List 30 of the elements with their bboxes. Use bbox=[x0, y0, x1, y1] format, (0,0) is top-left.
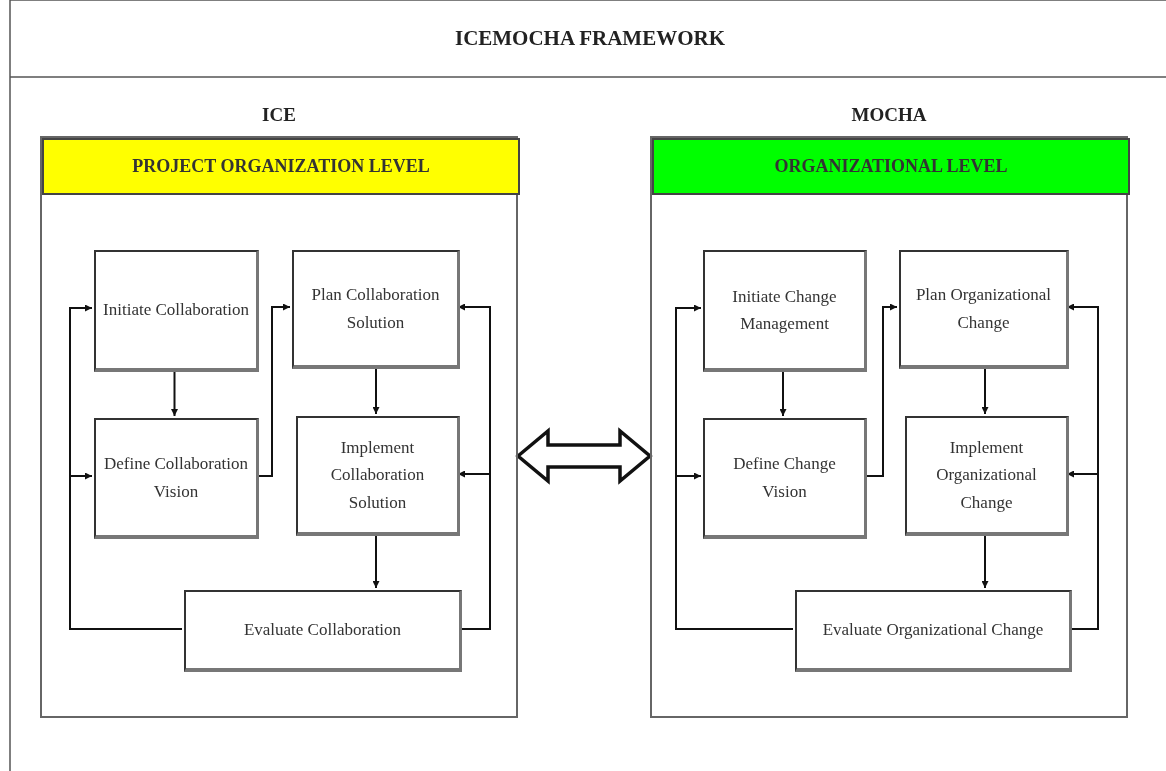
diagram-title: ICEMOCHA FRAMEWORK bbox=[453, 26, 727, 51]
step-label: Define Change Vision bbox=[732, 453, 837, 503]
process-box bbox=[703, 418, 867, 539]
process-box bbox=[184, 590, 462, 672]
step-label: Implement Organizational Change bbox=[935, 437, 1038, 514]
section-heading: MOCHA bbox=[850, 104, 928, 126]
level-title: ORGANIZATIONAL LEVEL bbox=[774, 156, 1008, 177]
level-header bbox=[652, 138, 1130, 195]
arrow bbox=[675, 472, 794, 630]
process-box bbox=[899, 250, 1069, 369]
process-box bbox=[94, 418, 259, 539]
level-title: PROJECT ORGANIZATION LEVEL bbox=[132, 156, 430, 177]
process-box bbox=[292, 250, 460, 369]
process-box bbox=[905, 416, 1069, 536]
step-label: Initiate Collaboration bbox=[102, 299, 250, 322]
step-label: Implement Collaboration Solution bbox=[329, 437, 426, 514]
level-header bbox=[42, 138, 520, 195]
process-box bbox=[795, 590, 1072, 672]
process-box bbox=[703, 250, 867, 372]
process-box bbox=[296, 416, 460, 536]
step-label: Plan Organizational Change bbox=[914, 284, 1053, 334]
step-label: Evaluate Organizational Change bbox=[821, 619, 1045, 642]
process-box bbox=[94, 250, 259, 372]
arrow bbox=[69, 472, 183, 630]
double-arrow bbox=[515, 427, 653, 485]
section-heading: ICE bbox=[261, 104, 297, 126]
step-label: Define Collaboration Vision bbox=[103, 453, 249, 503]
step-label: Evaluate Collaboration bbox=[242, 619, 403, 642]
step-label: Plan Collaboration Solution bbox=[310, 284, 441, 334]
step-label: Initiate Change Management bbox=[731, 285, 838, 335]
